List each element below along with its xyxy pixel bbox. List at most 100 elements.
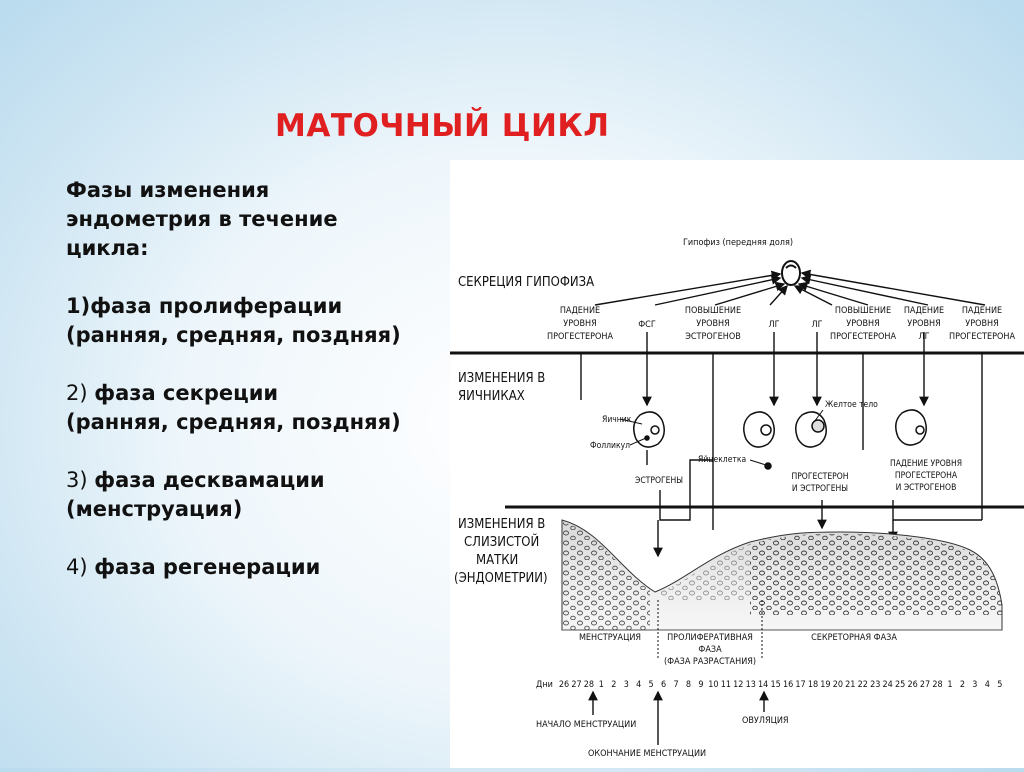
phase1-subline: (ранняя, средняя, поздняя) <box>66 323 401 347</box>
section-pituitary-label: СЕКРЕЦИЯ ГИПОФИЗА <box>458 275 594 290</box>
day-number: 21 <box>845 680 855 690</box>
day-number: 5 <box>649 680 654 690</box>
day-number: 25 <box>895 680 905 690</box>
day-number: 6 <box>661 680 666 690</box>
day-number: 7 <box>674 680 679 690</box>
phase3-number: 3) <box>66 468 95 492</box>
hormone-rise-progesterone: ПОВЫШЕНИЕ <box>835 306 891 316</box>
hormone-fall-progesterone: УРОВНЯ <box>965 319 998 329</box>
phase2-number: 2) <box>66 381 95 405</box>
day-number: 28 <box>932 680 942 690</box>
label-progesterone-estrogens: ПРОГЕСТЕРОН <box>791 472 848 482</box>
day-number: 26 <box>559 680 569 690</box>
label-egg: Яйцеклетка <box>698 455 746 465</box>
label-corpus-luteum: Желтое тело <box>825 400 878 410</box>
day-number: 24 <box>883 680 893 690</box>
egg-icon <box>764 462 772 470</box>
phase2-name: фаза секреции <box>94 381 279 405</box>
day-number: 26 <box>907 680 917 690</box>
day-number: 3 <box>624 680 629 690</box>
label-follicle: Фолликул <box>590 441 630 451</box>
section-ovary-label: ИЗМЕНЕНИЯ В <box>458 371 545 386</box>
hormone-fall-progesterone: ПАДЕНИЕ <box>962 306 1002 316</box>
day-number: 27 <box>571 680 581 690</box>
phases-text: Фазы изменения эндометрия в течение цикл… <box>66 176 451 582</box>
ovary-icon <box>743 411 775 448</box>
day-number: 27 <box>920 680 930 690</box>
day-number: 10 <box>708 680 718 690</box>
hormone-fsh: ФСГ <box>638 320 656 330</box>
phase4-name: фаза регенерации <box>94 555 321 579</box>
day-number: 3 <box>972 680 977 690</box>
section-ovary-label: ЯИЧНИКАХ <box>458 389 525 404</box>
day-number: 2 <box>960 680 965 690</box>
day-number: 4 <box>636 680 641 690</box>
intro-line: эндометрия в течение <box>66 207 338 231</box>
hormone-fall-progesterone: ПАДЕНИЕ <box>560 306 600 316</box>
label-estrogens: ЭСТРОГЕНЫ <box>635 476 683 486</box>
pituitary-label: Гипофиз (передняя доля) <box>683 238 793 248</box>
phase2-subline: (ранняя, средняя, поздняя) <box>66 410 401 434</box>
label-progesterone-estrogens: И ЭСТРОГЕНЫ <box>792 484 848 494</box>
phase3-line: 3) фаза десквамации <box>66 466 451 495</box>
label-fall-level: ПАДЕНИЕ УРОВНЯ <box>890 459 962 469</box>
label-fall-level: ПРОГЕСТЕРОНА <box>895 471 958 481</box>
phase-proliferative: (ФАЗА РАЗРАСТАНИЯ) <box>664 657 756 667</box>
hormone-fall-progesterone: ПРОГЕСТЕРОНА <box>547 332 613 342</box>
day-number: 16 <box>783 680 793 690</box>
slide-title: МАТОЧНЫЙ ЦИКЛ <box>275 108 610 144</box>
day-number: 17 <box>795 680 805 690</box>
hormone-fall-lh: УРОВНЯ <box>907 319 940 329</box>
day-number: 22 <box>858 680 868 690</box>
day-number: 4 <box>985 680 990 690</box>
day-number: 19 <box>820 680 830 690</box>
label-fall-level: И ЭСТРОГЕНОВ <box>896 483 957 493</box>
day-number: 9 <box>698 680 703 690</box>
day-number: 1 <box>599 680 604 690</box>
day-number: 14 <box>758 680 768 690</box>
hormone-rise-estrogen: ПОВЫШЕНИЕ <box>685 306 741 316</box>
day-number: 23 <box>870 680 880 690</box>
day-number: 12 <box>733 680 743 690</box>
hormone-rise-progesterone: ПРОГЕСТЕРОНА <box>830 332 896 342</box>
days-label: Дни <box>536 680 553 690</box>
day-number: 15 <box>770 680 780 690</box>
uterine-cycle-diagram: Гипофиз (передняя доля) СЕКРЕЦИЯ ГИПОФИЗ… <box>450 160 1024 768</box>
pituitary-arrows <box>594 269 986 306</box>
marker-menstruation-start: НАЧАЛО МЕНСТРУАЦИИ <box>536 720 636 730</box>
day-number: 2 <box>611 680 616 690</box>
phase-menstruation: МЕНСТРУАЦИЯ <box>579 633 641 643</box>
hormone-rise-progesterone: УРОВНЯ <box>846 319 879 329</box>
ovary-icon <box>895 409 927 446</box>
hormone-fall-progesterone: ПРОГЕСТЕРОНА <box>949 332 1015 342</box>
section-mucosa-label: (ЭНДОМЕТРИИ) <box>454 571 548 586</box>
phase4-number: 4) <box>66 555 95 579</box>
phase-secretory: СЕКРЕТОРНАЯ ФАЗА <box>811 633 897 643</box>
phase3-name: фаза десквамации <box>94 468 325 492</box>
day-number: 18 <box>808 680 818 690</box>
phase-proliferative: ПРОЛИФЕРАТИВНАЯ <box>667 633 753 643</box>
label-ovary: Яичник <box>602 415 632 425</box>
phase3-subline: (менструация) <box>66 497 243 521</box>
day-number: 8 <box>686 680 691 690</box>
ovary-icon <box>633 411 665 448</box>
day-number: 28 <box>584 680 594 690</box>
hormone-fall-progesterone: УРОВНЯ <box>563 319 596 329</box>
phase-proliferative: ФАЗА <box>698 645 722 655</box>
hormone-fall-lh: ПАДЕНИЕ <box>904 306 944 316</box>
section-mucosa-label: СЛИЗИСТОЙ <box>464 534 539 550</box>
day-number: 13 <box>746 680 756 690</box>
hormone-lh: ЛГ <box>811 320 822 330</box>
day-number: 1 <box>947 680 952 690</box>
section-mucosa-label: ИЗМЕНЕНИЯ В <box>458 517 545 532</box>
phase1-line: 1)фаза пролиферации <box>66 294 343 318</box>
hormone-lh: ЛГ <box>768 320 779 330</box>
intro-line: цикла: <box>66 236 149 260</box>
day-number: 20 <box>833 680 843 690</box>
marker-menstruation-end: ОКОНЧАНИЕ МЕНСТРУАЦИИ <box>588 749 706 759</box>
phase2-line: 2) фаза секреции <box>66 379 451 408</box>
intro-line: Фазы изменения <box>66 178 270 202</box>
day-number: 5 <box>997 680 1002 690</box>
marker-ovulation: ОВУЛЯЦИЯ <box>742 716 789 726</box>
